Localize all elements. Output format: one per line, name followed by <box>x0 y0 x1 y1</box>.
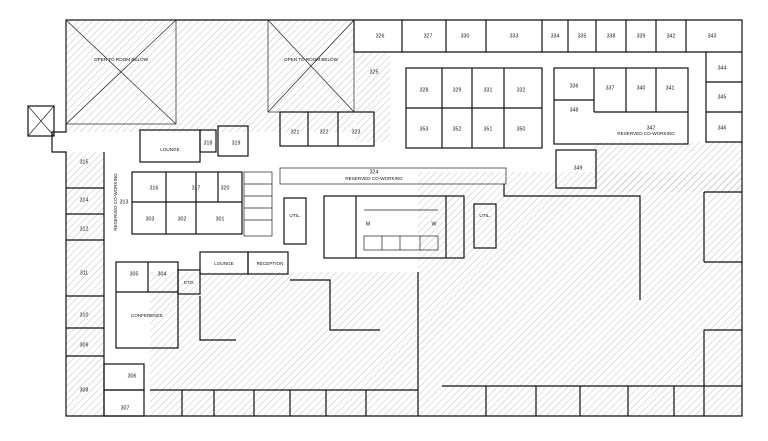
room-327: 327 <box>424 33 433 39</box>
room-333: 333 <box>510 33 519 39</box>
reserved-co-working-347: RESERVED CO-WORKING <box>617 131 675 136</box>
womens-restroom: W <box>432 221 437 227</box>
room-348: 348 <box>570 107 579 113</box>
room-352: 352 <box>453 126 462 132</box>
room-320: 320 <box>221 185 230 191</box>
room-322: 322 <box>320 129 329 135</box>
reserved-co-working-324: RESERVED CO-WORKING <box>345 176 403 181</box>
room-349: 349 <box>574 165 583 171</box>
room-305: 305 <box>130 271 139 277</box>
room-347: 347 <box>647 125 656 131</box>
reception: RECEPTION <box>257 261 284 266</box>
room-340: 340 <box>637 85 646 91</box>
room-312: 312 <box>80 226 89 232</box>
room-302: 302 <box>178 216 187 222</box>
room-317: 317 <box>192 185 201 191</box>
room-338: 338 <box>607 33 616 39</box>
room-310: 310 <box>80 312 89 318</box>
open-to-room-below-right: OPEN TO ROOM BELOW <box>284 57 339 62</box>
lounge-bottom: LOUNGE <box>214 261 233 266</box>
room-311: 311 <box>80 270 88 276</box>
room-334: 334 <box>551 33 560 39</box>
room-321: 321 <box>291 129 300 135</box>
utility-left: UTIL. <box>289 213 300 218</box>
room-345: 345 <box>718 94 727 100</box>
room-351: 351 <box>484 126 493 132</box>
room-324: 324 <box>370 169 379 175</box>
room-339: 339 <box>637 33 646 39</box>
room-336: 336 <box>570 83 579 89</box>
walls <box>27 19 743 417</box>
room-313: 313 <box>120 199 129 205</box>
room-346: 346 <box>718 125 727 131</box>
room-337: 337 <box>606 85 615 91</box>
room-343: 343 <box>708 33 717 39</box>
room-332: 332 <box>517 87 526 93</box>
room-329: 329 <box>453 87 462 93</box>
room-342: 342 <box>667 33 676 39</box>
room-309: 309 <box>80 342 89 348</box>
storage: STO. <box>184 280 195 285</box>
room-350: 350 <box>517 126 526 132</box>
reserved-co-working-313: RESERVED CO-WORKING <box>113 173 118 231</box>
room-303: 303 <box>146 216 155 222</box>
open-to-room-below-left: OPEN TO ROOM BELOW <box>94 57 149 62</box>
room-301: 301 <box>216 216 225 222</box>
room-341: 341 <box>666 85 675 91</box>
conference-room: CONFERENCE <box>131 313 163 318</box>
shell-areas <box>66 20 742 416</box>
room-318: 318 <box>204 140 213 146</box>
room-326: 326 <box>376 33 385 39</box>
room-labels: 326 327 330 333 334 335 338 339 342 343 … <box>80 33 727 411</box>
room-353: 353 <box>420 126 429 132</box>
mens-restroom: M <box>366 221 370 227</box>
room-325: 325 <box>370 69 379 75</box>
room-319: 319 <box>232 140 241 146</box>
room-335: 335 <box>578 33 587 39</box>
room-314: 314 <box>80 197 89 203</box>
utility-right: UTIL. <box>479 213 490 218</box>
room-316: 316 <box>150 185 159 191</box>
lounge-top: LOUNGE <box>160 147 179 152</box>
room-331: 331 <box>484 87 493 93</box>
room-344: 344 <box>718 65 727 71</box>
room-306: 306 <box>128 373 137 379</box>
room-308: 308 <box>80 387 89 393</box>
room-330: 330 <box>461 33 470 39</box>
room-323: 323 <box>352 129 361 135</box>
room-307: 307 <box>121 405 130 411</box>
room-328: 328 <box>420 87 429 93</box>
room-304: 304 <box>158 271 167 277</box>
room-315: 315 <box>80 159 89 165</box>
